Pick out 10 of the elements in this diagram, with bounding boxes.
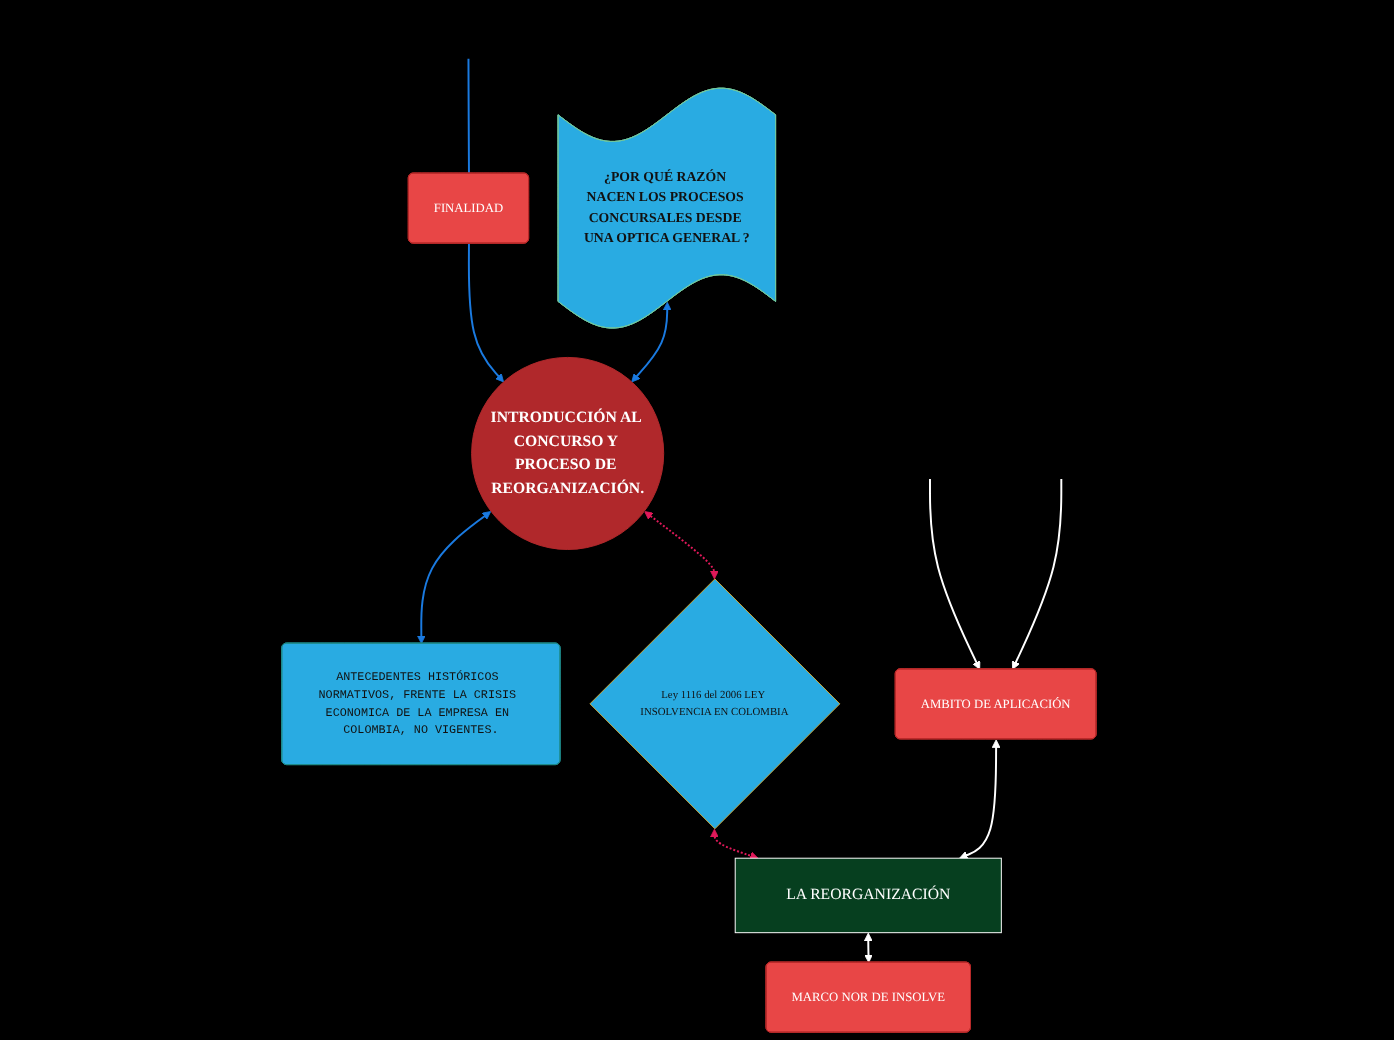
arrow <box>467 242 504 383</box>
dashed-double-arrow <box>644 511 719 580</box>
arrow <box>1011 477 1063 670</box>
arrow <box>929 477 981 670</box>
double-arrow <box>417 511 492 644</box>
dashed-double-arrow <box>710 828 759 860</box>
connector-line <box>467 57 470 175</box>
double-arrow <box>959 739 1001 860</box>
double-arrow <box>863 932 873 963</box>
double-arrow <box>631 301 672 383</box>
